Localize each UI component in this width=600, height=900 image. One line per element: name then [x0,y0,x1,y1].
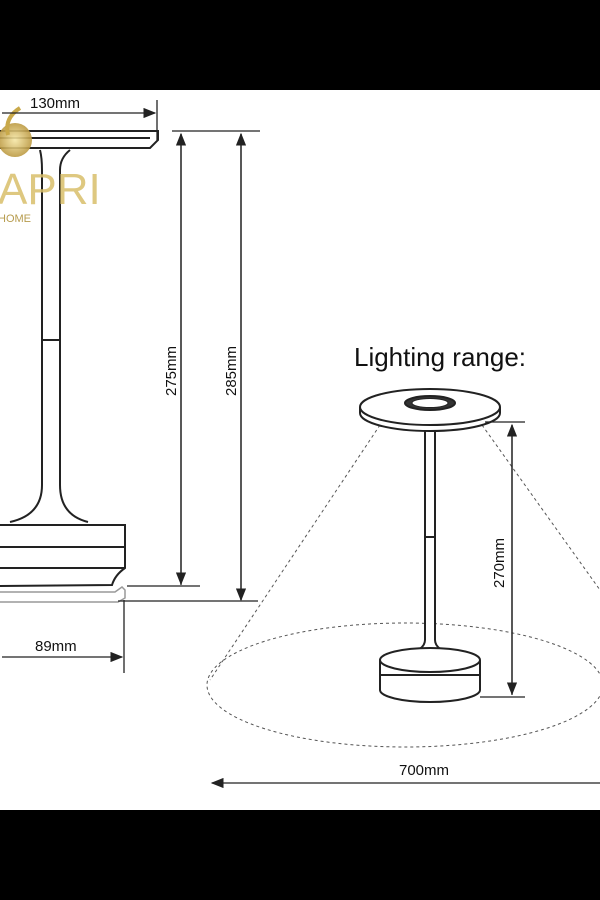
top-width-label: 130mm [30,95,80,112]
light-cone [206,424,600,748]
brand-logo: APRI HOME [0,106,101,225]
shell-icon [0,123,32,157]
logo-main-text: APRI [0,165,101,214]
left-lamp-drawing [0,130,159,603]
height-275-label: 275mm [163,346,180,396]
light-height-label: 270mm [491,538,508,588]
lighting-range-title: Lighting range: [354,342,526,372]
logo-sub-text: HOME [0,213,31,225]
right-dimensions [210,421,600,789]
base-width-label: 89mm [35,638,77,655]
right-lamp-drawing [359,388,501,703]
left-dimensions [2,100,260,673]
height-285-label: 285mm [223,346,240,396]
range-diameter-label: 700mm [399,762,449,779]
